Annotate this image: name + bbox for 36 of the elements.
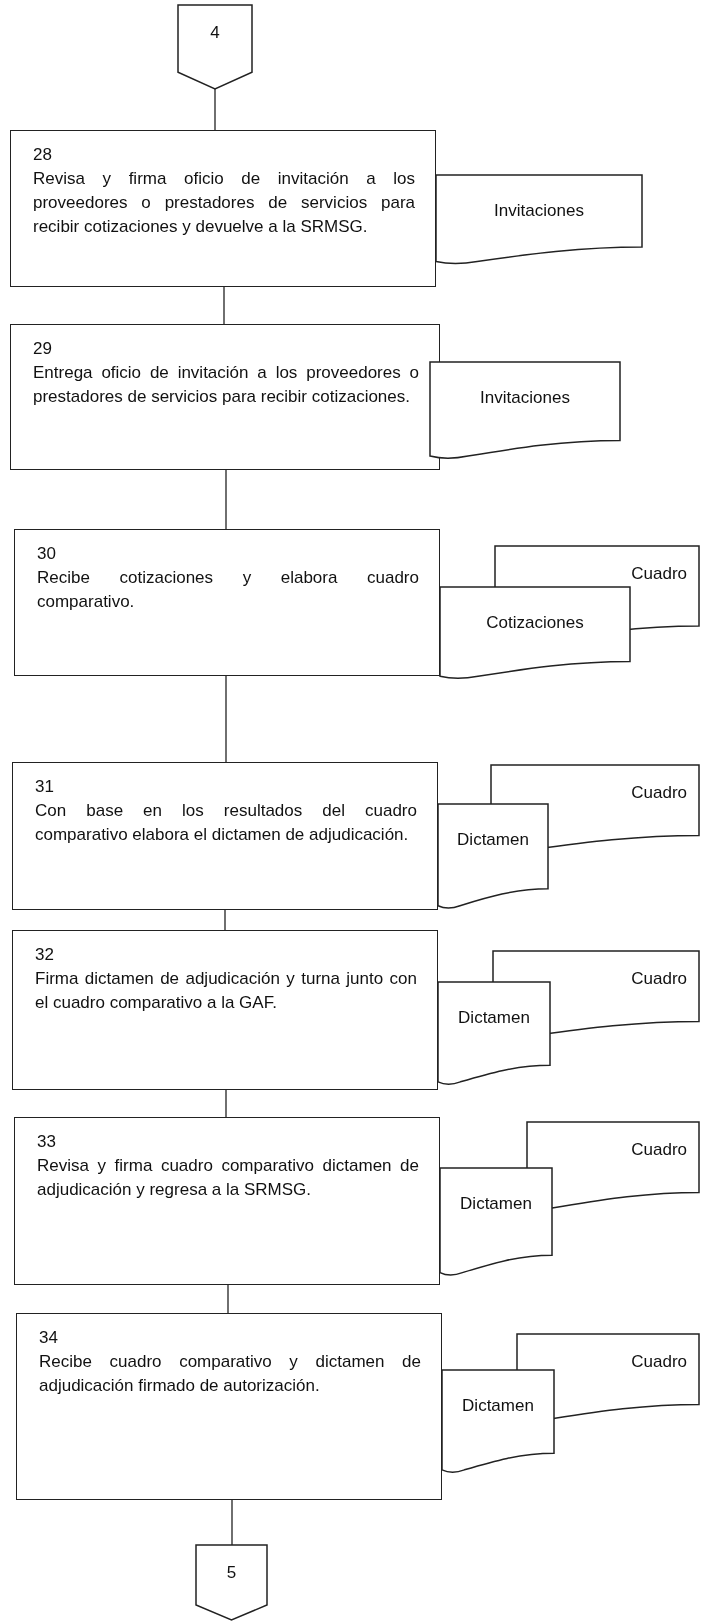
step-text: Firma dictamen de adjudicación y turna junto con el cuadro comparativo a la GAF. bbox=[35, 968, 417, 1014]
step-number: 29 bbox=[33, 338, 53, 360]
document-label: Cuadro bbox=[631, 1352, 687, 1372]
document-label: Dictamen bbox=[459, 1194, 533, 1214]
connector-number: 4 bbox=[209, 23, 221, 43]
step-text: Con base en los resultados del cuadro comparativo elabora el dictamen de adjudicación. bbox=[35, 800, 417, 846]
connector-line bbox=[225, 675, 227, 763]
document-label: Invitaciones bbox=[493, 201, 585, 221]
step-number: 30 bbox=[37, 543, 57, 565]
step-text: Entrega oficio de invitación a los proveedores o prestadores de servicios para recibir cotizaciones. bbox=[33, 362, 419, 408]
document-label: Dictamen bbox=[457, 1008, 531, 1028]
connector-line bbox=[223, 286, 225, 325]
step-number: 34 bbox=[39, 1327, 59, 1349]
step-text: Recibe cuadro comparativo y dictamen de adjudicación firmado de autorización. bbox=[39, 1351, 421, 1397]
step-number: 32 bbox=[35, 944, 55, 966]
step-number: 33 bbox=[37, 1131, 57, 1153]
document-label: Cotizaciones bbox=[485, 613, 585, 633]
document-label: Cuadro bbox=[631, 1140, 687, 1160]
connector-line bbox=[225, 469, 227, 530]
step-number: 28 bbox=[33, 144, 53, 166]
connector-line bbox=[225, 1089, 227, 1118]
connector-line bbox=[227, 1284, 229, 1314]
step-number: 31 bbox=[35, 776, 55, 798]
connector-line bbox=[224, 909, 226, 931]
document-label: Cuadro bbox=[631, 783, 687, 803]
step-text: Revisa y firma cuadro comparativo dictamen de adjudicación y regresa a la SRMSG. bbox=[37, 1155, 419, 1201]
document-label: Invitaciones bbox=[479, 388, 571, 408]
step-text: Revisa y firma oficio de invitación a los proveedores o prestadores de servicios para recibir cotizaciones y devuelve a la SRMSG. bbox=[33, 168, 415, 238]
document-label: Dictamen bbox=[456, 830, 530, 850]
step-text: Recibe cotizaciones y elabora cuadro comparativo. bbox=[37, 567, 419, 613]
connector-number: 5 bbox=[225, 1563, 238, 1583]
document-label: Cuadro bbox=[631, 564, 687, 584]
connector-line bbox=[231, 1499, 233, 1546]
document-label: Cuadro bbox=[631, 969, 687, 989]
connector-line bbox=[214, 88, 216, 131]
document-label: Dictamen bbox=[461, 1396, 535, 1416]
